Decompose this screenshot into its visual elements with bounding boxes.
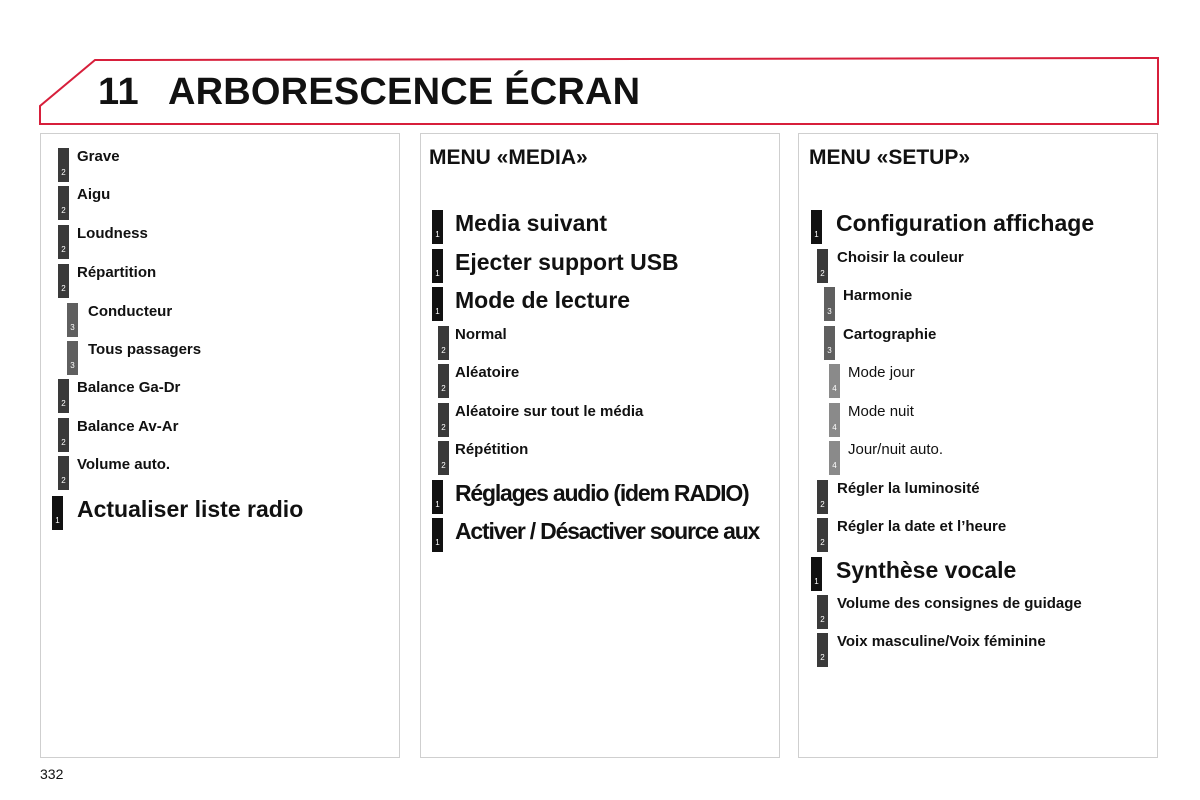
- menu-item-label: Jour/nuit auto.: [848, 441, 944, 458]
- level-2-badge: 2: [438, 441, 449, 475]
- level-1-badge: 1: [432, 210, 443, 244]
- level-1-badge: 1: [432, 249, 443, 283]
- level-2-badge: 2: [58, 148, 69, 182]
- menu-item-label: Balance Ga-Dr: [77, 379, 181, 396]
- level-2-badge: 2: [438, 326, 449, 360]
- menu-item-label: Conducteur: [88, 303, 173, 320]
- menu-item-label: Balance Av-Ar: [77, 418, 179, 435]
- level-2-badge: 2: [58, 225, 69, 259]
- level-1-badge: 1: [811, 557, 822, 591]
- menu-item-label: Tous passagers: [88, 341, 202, 358]
- level-2-badge: 2: [58, 456, 69, 490]
- level-2-badge: 2: [817, 249, 828, 283]
- menu-item-label: Volume auto.: [77, 456, 171, 473]
- column-menu-media: MENU «MEDIA» 1 Media suivant 1 Ejecter s…: [420, 133, 780, 758]
- menu-item-label: Harmonie: [843, 287, 913, 304]
- menu-item-label: Activer / Désactiver source aux: [455, 518, 760, 544]
- level-2-badge: 2: [438, 364, 449, 398]
- level-1-badge: 1: [432, 518, 443, 552]
- chapter-header-frame: [39, 56, 1159, 125]
- level-2-badge: 2: [58, 264, 69, 298]
- menu-item-label: Aigu: [77, 186, 111, 203]
- menu-item-label: Volume des consignes de guidage: [837, 595, 1082, 612]
- menu-item-label: Actualiser liste radio: [77, 496, 304, 522]
- chapter-title: ARBORESCENCE ÉCRAN: [168, 71, 641, 113]
- menu-item-label: Media suivant: [455, 210, 608, 236]
- menu-item-label: Loudness: [77, 225, 148, 242]
- menu-item-label: Mode nuit: [848, 403, 914, 420]
- level-2-badge: 2: [58, 418, 69, 452]
- menu-item-label: Régler la luminosité: [837, 480, 980, 497]
- level-3-badge: 3: [67, 303, 78, 337]
- menu-item-label: Mode de lecture: [455, 287, 631, 313]
- column-audio-settings: 2 Grave 2 Aigu 2 Loudness 2 Répartition …: [40, 133, 400, 758]
- level-2-badge: 2: [58, 186, 69, 220]
- menu-item-label: Aléatoire sur tout le média: [455, 403, 644, 420]
- menu-item-label: Voix masculine/Voix féminine: [837, 633, 1046, 650]
- level-2-badge: 2: [438, 403, 449, 437]
- menu-item-label: Synthèse vocale: [836, 557, 1017, 583]
- level-2-badge: 2: [58, 379, 69, 413]
- level-1-badge: 1: [432, 287, 443, 321]
- menu-item-label: Ejecter support USB: [455, 249, 679, 275]
- level-3-badge: 3: [824, 326, 835, 360]
- level-2-badge: 2: [817, 518, 828, 552]
- column-heading: MENU «MEDIA»: [429, 146, 588, 169]
- level-2-badge: 2: [817, 633, 828, 667]
- level-4-badge: 4: [829, 441, 840, 475]
- level-2-badge: 2: [817, 595, 828, 629]
- menu-item-label: Configuration affichage: [836, 210, 1095, 236]
- menu-item-label: Répartition: [77, 264, 157, 281]
- page-number: 332: [40, 766, 64, 782]
- menu-item-label: Grave: [77, 148, 120, 165]
- menu-item-label: Choisir la couleur: [837, 249, 964, 266]
- level-4-badge: 4: [829, 364, 840, 398]
- menu-item-label: Réglages audio (idem RADIO): [455, 480, 750, 506]
- menu-item-label: Mode jour: [848, 364, 915, 381]
- level-3-badge: 3: [824, 287, 835, 321]
- menu-item-label: Aléatoire: [455, 364, 520, 381]
- level-3-badge: 3: [67, 341, 78, 375]
- menu-item-label: Normal: [455, 326, 507, 343]
- level-1-badge: 1: [811, 210, 822, 244]
- chapter-number: 11: [98, 71, 140, 113]
- column-heading: MENU «SETUP»: [809, 146, 971, 169]
- level-1-badge: 1: [52, 496, 63, 530]
- column-menu-setup: MENU «SETUP» 1 Configuration affichage 2…: [798, 133, 1158, 758]
- menu-item-label: Cartographie: [843, 326, 937, 343]
- menu-item-label: Répétition: [455, 441, 529, 458]
- menu-item-label: Régler la date et l’heure: [837, 518, 1007, 535]
- level-2-badge: 2: [817, 480, 828, 514]
- level-4-badge: 4: [829, 403, 840, 437]
- level-1-badge: 1: [432, 480, 443, 514]
